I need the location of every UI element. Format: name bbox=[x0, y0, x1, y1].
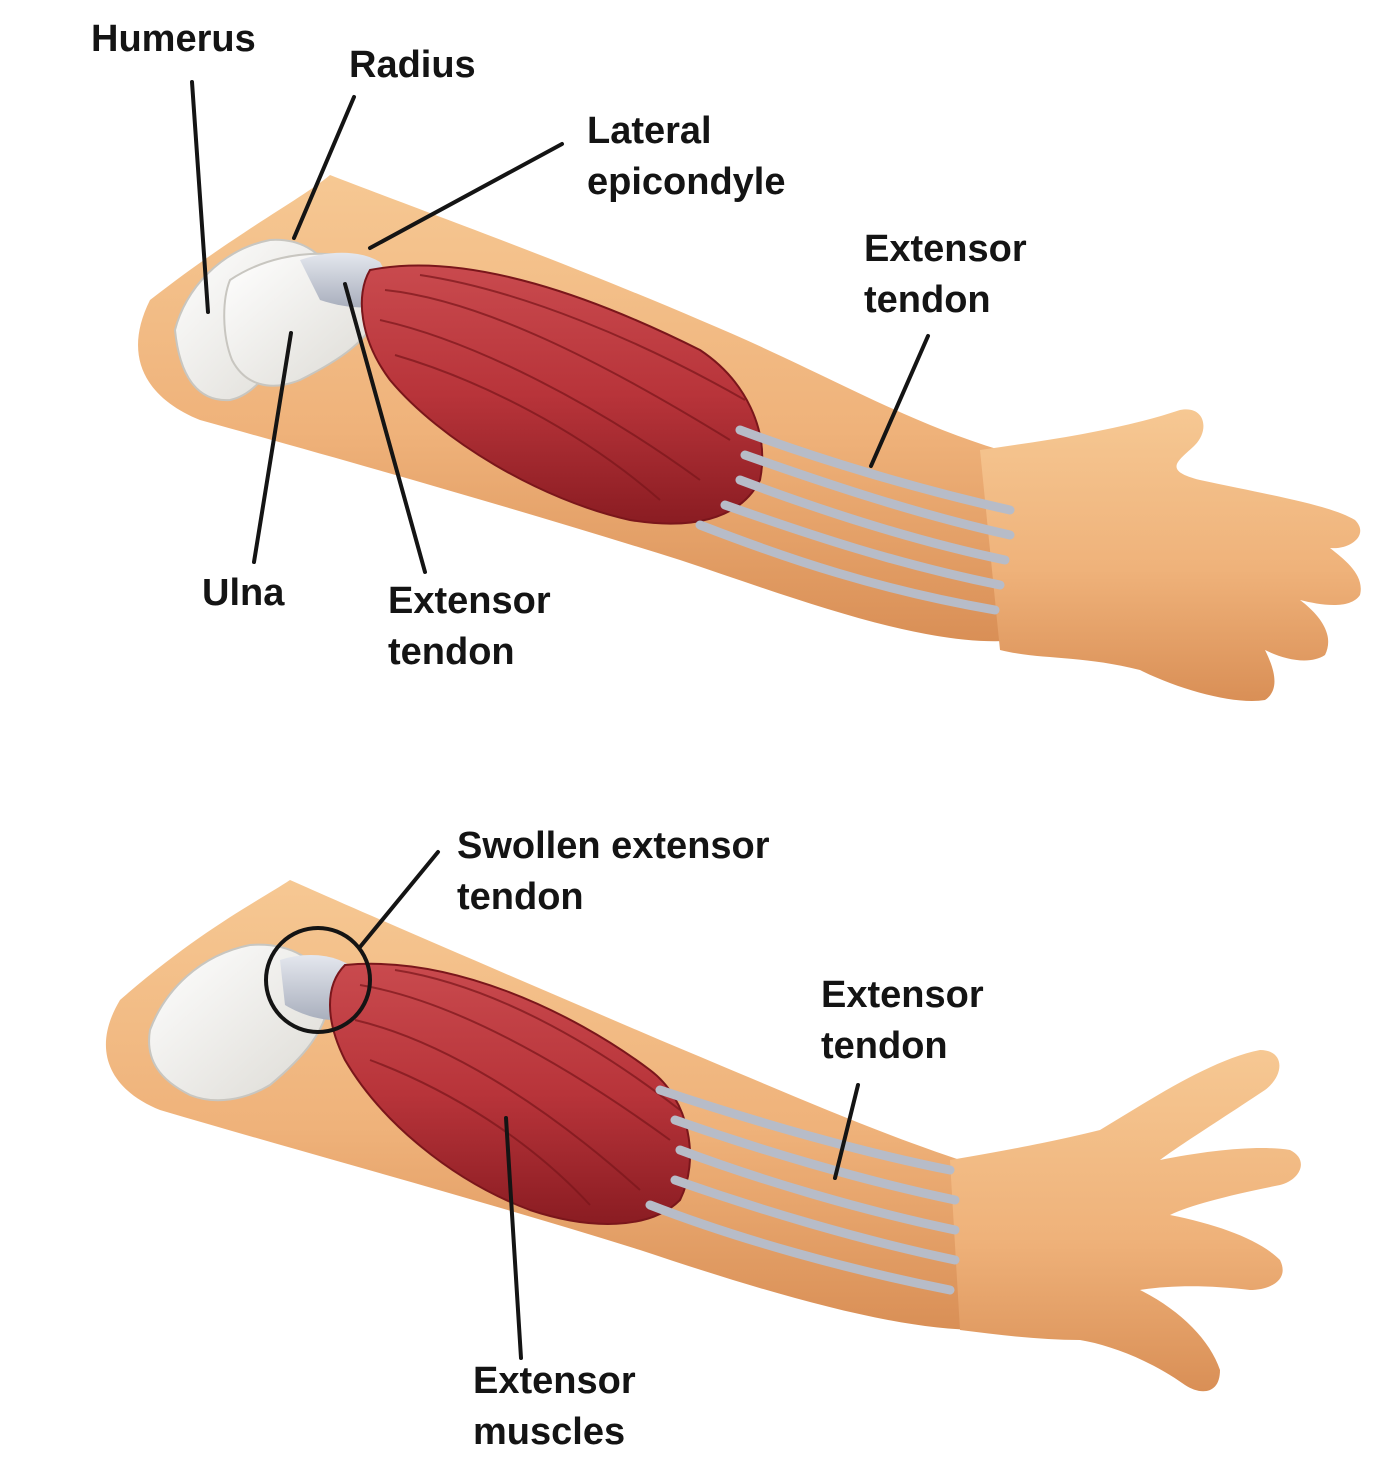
extensor-muscle-top bbox=[362, 265, 762, 523]
label-extensor-tendon-distal-top-line2: tendon bbox=[864, 275, 1027, 326]
label-extensor-tendon-distal-top-line1: Extensor bbox=[864, 224, 1027, 275]
label-humerus: Humerus bbox=[91, 14, 256, 65]
label-extensor-tendon-distal-top: Extensor tendon bbox=[864, 224, 1027, 326]
label-lateral-epicondyle-line1: Lateral bbox=[587, 106, 786, 157]
label-extensor-tendon-proximal-line1: Extensor bbox=[388, 576, 551, 627]
hand-top bbox=[980, 409, 1361, 701]
label-swollen-extensor-tendon-line2: tendon bbox=[457, 872, 770, 923]
label-extensor-muscles-line2: muscles bbox=[473, 1407, 636, 1458]
label-ulna: Ulna bbox=[202, 568, 284, 619]
label-extensor-tendon-distal-bottom-line1: Extensor bbox=[821, 970, 984, 1021]
label-swollen-extensor-tendon: Swollen extensor tendon bbox=[457, 821, 770, 923]
label-humerus-line1: Humerus bbox=[91, 14, 256, 65]
label-ulna-line1: Ulna bbox=[202, 568, 284, 619]
label-lateral-epicondyle: Lateral epicondyle bbox=[587, 106, 786, 208]
label-extensor-muscles: Extensor muscles bbox=[473, 1356, 636, 1458]
hand-bottom bbox=[950, 1050, 1301, 1391]
label-radius-line1: Radius bbox=[349, 40, 476, 91]
label-extensor-tendon-distal-bottom: Extensor tendon bbox=[821, 970, 984, 1072]
label-extensor-tendon-distal-bottom-line2: tendon bbox=[821, 1021, 984, 1072]
label-radius: Radius bbox=[349, 40, 476, 91]
label-extensor-muscles-line1: Extensor bbox=[473, 1356, 636, 1407]
label-swollen-extensor-tendon-line1: Swollen extensor bbox=[457, 821, 770, 872]
label-extensor-tendon-proximal: Extensor tendon bbox=[388, 576, 551, 678]
label-lateral-epicondyle-line2: epicondyle bbox=[587, 157, 786, 208]
label-extensor-tendon-proximal-line2: tendon bbox=[388, 627, 551, 678]
